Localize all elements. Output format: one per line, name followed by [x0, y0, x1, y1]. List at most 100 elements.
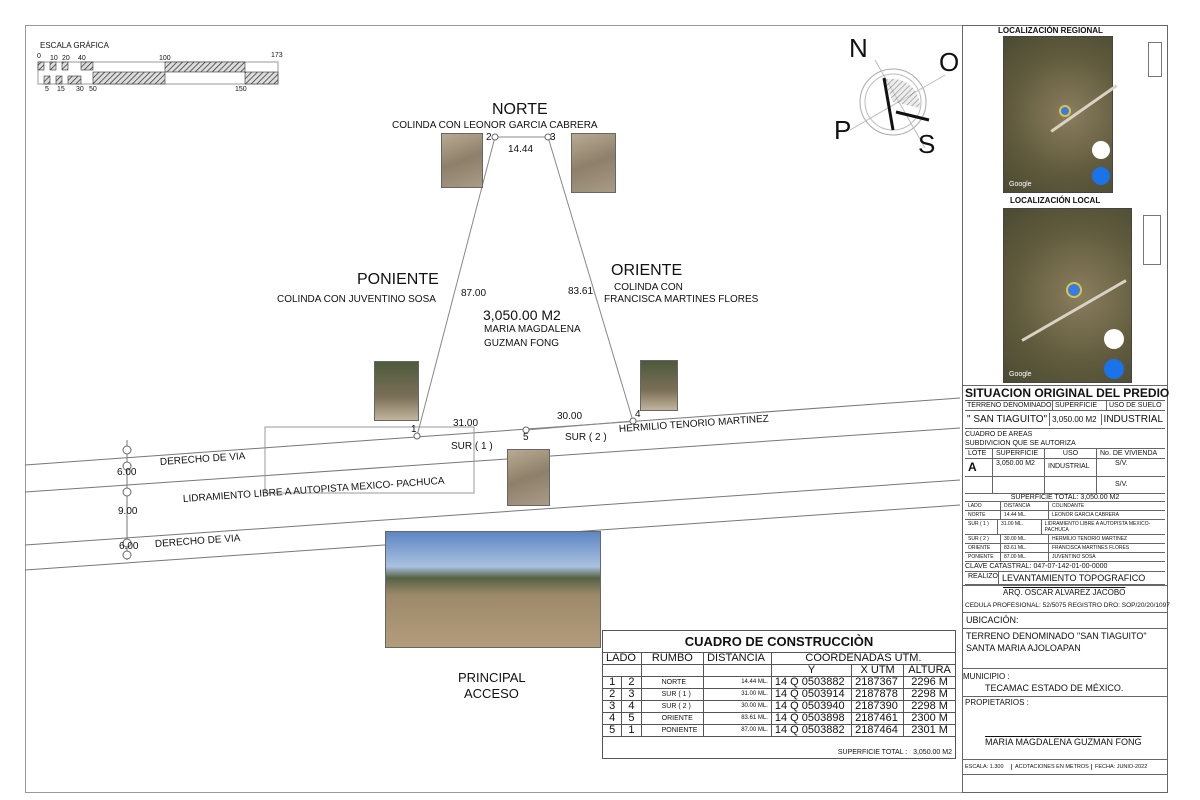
distancia: 31.00 ML.: [703, 688, 772, 701]
oriente-colinda: COLINDA CON: [614, 282, 683, 293]
scale-title: ESCALA GRÁFICA: [40, 41, 109, 50]
local-map: Google: [1003, 208, 1132, 383]
arquitecto: ARQ. OSCAR ALVAREZ JACOBO: [1003, 588, 1126, 597]
norte-label: NORTE: [492, 101, 548, 118]
col-x: X UTM: [851, 664, 905, 677]
lado-l: SUR ( 2 ): [965, 535, 1001, 543]
point-5: 5: [523, 432, 529, 443]
point-4: 4: [635, 409, 641, 420]
h-vivienda: No. DE VIVIENDA: [1100, 450, 1158, 457]
vivienda-1: S/V.: [1115, 460, 1128, 467]
rumbo: NORTE: [640, 676, 705, 689]
h-sup: SUPERFICIE: [993, 449, 1045, 458]
scale-tick: 30: [76, 86, 84, 93]
altura: 2301 M: [903, 724, 956, 737]
distancia: 87.00 ML.: [703, 724, 772, 737]
uso: INDUSTRIAL: [1103, 414, 1163, 425]
ubicacion-1: TERRENO DENOMINADO "SAN TIAGUITO": [966, 631, 1147, 641]
h-lote: LOTE: [965, 449, 993, 458]
point-1: 1: [411, 424, 417, 435]
rumbo: SUR ( 2 ): [640, 700, 705, 713]
cuadro-subdivision: SUBDIVICION QUE SE AUTORIZA: [965, 439, 1165, 449]
lado-c: LEONOR GARCIA CABRERA: [1052, 512, 1119, 518]
vivienda-2: S/V.: [1115, 481, 1128, 488]
line: [962, 696, 1168, 697]
compass-s: S: [918, 129, 936, 159]
footer-row: ESCALA: 1.300 ACOTACIONES EN METROS FECH…: [962, 759, 1168, 775]
rumbo: PONIENTE: [640, 724, 705, 737]
col-distancia: DISTANCIA: [703, 652, 772, 665]
coord-x: 2187390: [851, 700, 905, 713]
scale-bar: [37, 61, 279, 85]
total-label: SUPERFICIE TOTAL :: [837, 749, 908, 756]
realizo-label: REALIZO: [965, 572, 999, 584]
cedula: CEDULA PROFESIONAL: 52/5075 REGISTRO DRO…: [965, 602, 1170, 609]
photo-point-4: [640, 360, 678, 411]
ubicacion-label: UBICACIÓN:: [966, 615, 1019, 625]
situacion-block: SITUACION ORIGINAL DEL PREDIO TERRENO DE…: [962, 385, 1170, 586]
municipio-label: MUNICIPIO :: [963, 672, 1010, 681]
col-coordenadas: COORDENADAS UTM.: [770, 652, 957, 665]
poniente-colinda: COLINDA CON JUVENTINO SOSA: [277, 294, 436, 305]
oriente-distance: 83.61: [568, 286, 594, 297]
owner-line2: GUZMAN FONG: [484, 338, 559, 349]
local-title: LOCALIZACIÓN LOCAL: [1010, 196, 1101, 205]
acceso-label-2: ACCESO: [464, 686, 519, 701]
fecha: FECHA: JUNIO-2022: [1095, 763, 1148, 770]
lado-to: 1: [621, 724, 642, 737]
norte-colinda: COLINDA CON LEONOR GARCIA CABRERA: [392, 120, 598, 131]
compass-n: N: [849, 33, 868, 63]
superficie: 3,050.00 M2: [1050, 414, 1102, 425]
rumbo: SUR ( 1 ): [640, 688, 705, 701]
photo-point-1: [374, 361, 419, 421]
realizo-value: LEVANTAMIENTO TOPOGRAFICO: [1002, 573, 1146, 583]
dim-6-bottom: 6.00: [119, 541, 139, 552]
scale-tick: 0: [37, 53, 41, 60]
situacion-title: SITUACION ORIGINAL DEL PREDIO: [965, 386, 1170, 401]
municipio-value: TECAMAC ESTADO DE MÉXICO.: [985, 683, 1124, 693]
col-lado: LADO: [602, 652, 642, 665]
photo-point-3: [571, 133, 616, 193]
line: [962, 628, 1168, 629]
h-superficie: SUPERFICIE: [1053, 401, 1107, 410]
area-label: 3,050.00 M2: [483, 307, 561, 323]
lado-to: 5: [621, 712, 642, 725]
lote-superficie: 3,050.00 M2: [993, 459, 1045, 476]
lado-from: 3: [601, 700, 623, 713]
regional-title: LOCALIZACIÓN REGIONAL: [998, 26, 1103, 35]
scale-tick: 40: [78, 55, 86, 62]
escala: ESCALA: 1.300: [962, 763, 1012, 771]
coord-y: 14 Q 0503882: [770, 724, 853, 737]
lado-d: 87.00 ML.: [1001, 553, 1049, 561]
scale-tick: 150: [235, 86, 247, 93]
lado-to: 4: [621, 700, 642, 713]
distancia: 14.44 ML.: [703, 676, 772, 689]
point-3: 3: [550, 132, 556, 143]
h-lado: LADO: [965, 502, 1001, 510]
coord-x: 2187461: [851, 712, 905, 725]
terreno: " SAN TIAGUITO": [965, 413, 1051, 426]
lado-l: SUR ( 1 ): [965, 520, 998, 534]
title-block: [962, 25, 1168, 793]
lado-d: 14.44 ML.: [1001, 511, 1049, 519]
compass-p: P: [834, 115, 852, 145]
sur1-distance: 31.00: [453, 418, 479, 429]
scale-tick: 15: [57, 86, 65, 93]
construction-title: CUADRO DE CONSTRUCCIÒN: [602, 630, 956, 653]
regional-map: Google: [1003, 36, 1118, 193]
poniente-distance: 87.00: [461, 288, 487, 299]
distancia: 83.61 ML.: [703, 712, 772, 725]
distancia: 30.00 ML.: [703, 700, 772, 713]
lado-d: 83.61 ML.: [1001, 544, 1049, 552]
scale-tick: 10: [50, 55, 58, 62]
h-colindante: COLINDANTE: [1052, 503, 1085, 509]
h-terreno: TERRENO DENOMINADO: [967, 401, 1053, 410]
lado-from: 2: [601, 688, 623, 701]
clave-catastral: CLAVE CATASTRAL: 047-07-142-01-00-0000: [965, 562, 1165, 572]
sur2-label: SUR ( 2 ): [565, 432, 607, 443]
